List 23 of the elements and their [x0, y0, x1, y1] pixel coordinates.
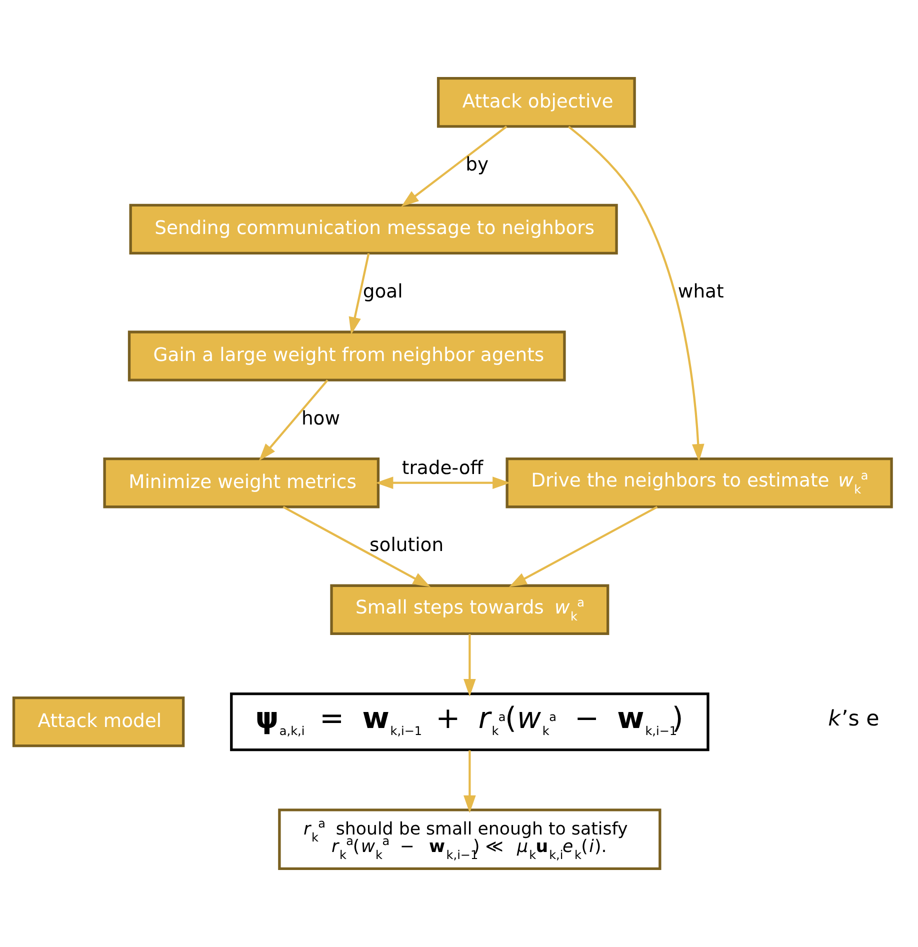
arrow	[509, 506, 658, 588]
node-box: Gain a large weight from neighbor agents	[128, 330, 566, 382]
edge-label: what	[678, 282, 724, 303]
node-box: Sending communication message to neighbors	[129, 204, 618, 255]
node-box: r$_{k}$$^{a}$ should be small enough to satisfy r$_{k}$$^{a}$(w$_{k}$$^{a}$ − w$_{k,i−1}$) ≪ μ$_{k}$u$_{k,i}$e$_{k}$(i).	[278, 808, 662, 870]
edge-label: goal	[362, 282, 403, 303]
edge-label: solution	[370, 535, 444, 556]
node-box: Attack model	[12, 696, 185, 748]
arrow	[568, 126, 704, 462]
arrow	[464, 634, 476, 697]
label: k’s e	[828, 706, 880, 732]
arrow	[401, 126, 508, 207]
arrow	[464, 750, 476, 813]
arrow	[258, 379, 328, 461]
edge-label: trade-off	[402, 458, 484, 479]
arrow	[282, 506, 431, 588]
arrow	[376, 476, 510, 490]
edge-label: by	[466, 154, 489, 176]
node-box: Attack objective	[436, 77, 636, 128]
arrow	[348, 253, 370, 335]
edge-label: how	[301, 408, 340, 430]
node-box: Minimize weight metrics	[103, 457, 380, 508]
node-box: ψ$_{a,k,i}$ = w$_{k,i−1}$ + r$_{k}$$^{a}$(w$_{k}$$^{a}$ − w$_{k,i−1}$)	[230, 692, 710, 752]
